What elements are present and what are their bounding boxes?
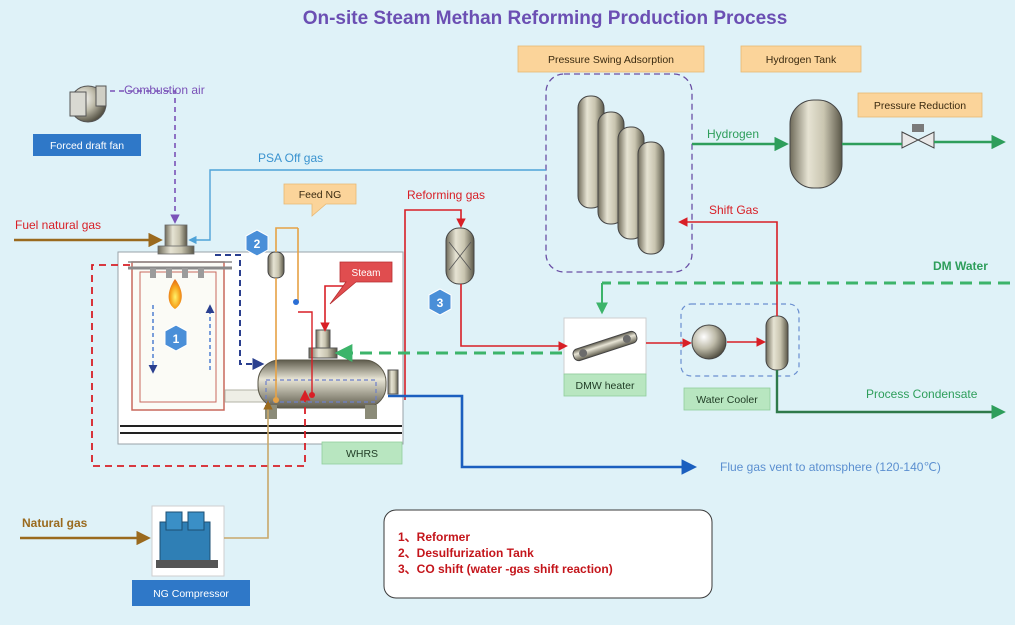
process-condensate-line bbox=[775, 370, 1006, 420]
hydrogen-tank-box: Hydrogen Tank bbox=[740, 45, 862, 73]
water-cooler-box: Water Cooler bbox=[683, 387, 771, 411]
reformer-outlet-line bbox=[215, 254, 265, 370]
process-condensate-label: Process Condensate bbox=[866, 387, 978, 401]
pressure-reduction-box-label: Pressure Reduction bbox=[874, 100, 966, 112]
separator-vessel bbox=[765, 315, 789, 371]
steam-line bbox=[320, 285, 350, 332]
marker-1-label: 1 bbox=[173, 332, 180, 346]
desulfurization-vessel bbox=[267, 251, 285, 279]
psa-box-label: Pressure Swing Adsorption bbox=[548, 54, 674, 66]
shift-gas-label: Shift Gas bbox=[709, 203, 758, 217]
psa-off-gas-label: PSA Off gas bbox=[258, 151, 323, 165]
marker-2-label: 2 bbox=[254, 237, 261, 251]
combustion-air-label: Combustion air bbox=[124, 83, 205, 97]
reforming-gas-label: Reforming gas bbox=[407, 188, 485, 202]
forced-draft-fan-box-label: Forced draft fan bbox=[50, 140, 124, 152]
co-shift-vessel bbox=[445, 227, 475, 285]
flue-gas-label: Flue gas vent to atomsphere (120-140℃) bbox=[720, 460, 941, 474]
hydrogen-label: Hydrogen bbox=[707, 127, 759, 141]
shift-gas-line bbox=[678, 217, 778, 316]
dmw-heater-equipment bbox=[563, 317, 647, 375]
diagram-title: On-site Steam Methan Reforming Productio… bbox=[303, 8, 788, 29]
ng-compressor-box: NG Compressor bbox=[132, 580, 250, 606]
feed-ng-box-label: Feed NG bbox=[299, 189, 342, 201]
hydrogen-tank-vessel bbox=[789, 99, 843, 189]
marker-1: 1 bbox=[164, 324, 188, 352]
marker-2: 2 bbox=[245, 229, 269, 257]
psa-dashed-group bbox=[545, 73, 693, 273]
whrs-box-label: WHRS bbox=[346, 448, 378, 460]
psa-columns bbox=[577, 95, 665, 255]
legend-item-reformer: 1、Reformer bbox=[398, 530, 470, 544]
ng-compressor-icon bbox=[151, 505, 225, 577]
junction-dot bbox=[273, 397, 279, 403]
ng-compressor-box-label: NG Compressor bbox=[153, 588, 229, 600]
shift-outlet-line bbox=[460, 284, 568, 351]
compressed-ng-line bbox=[224, 400, 273, 539]
fuel-natural-gas-label: Fuel natural gas bbox=[15, 218, 101, 232]
water-cooler-box-label: Water Cooler bbox=[696, 394, 758, 406]
reforming-gas-line bbox=[404, 209, 466, 400]
hydrogen-tank-box-label: Hydrogen Tank bbox=[766, 54, 837, 66]
water-cooler-exchanger bbox=[691, 324, 727, 360]
dm-water-label: DM Water bbox=[933, 259, 988, 273]
reformed-gas-loop-line bbox=[91, 264, 311, 467]
process-gas-line bbox=[298, 311, 313, 395]
water-cooler-dashed-group bbox=[680, 303, 800, 377]
junction-dot bbox=[293, 299, 299, 305]
whrs-box: WHRS bbox=[321, 441, 403, 465]
marker-3-label: 3 bbox=[437, 296, 444, 310]
legend-item-co-shift: 3、CO shift (water -gas shift reaction) bbox=[398, 562, 613, 576]
dmw-heater-box: DMW heater bbox=[563, 373, 647, 397]
legend-item-desulfurization: 2、Desulfurization Tank bbox=[398, 546, 534, 560]
pressure-reduction-box: Pressure Reduction bbox=[857, 92, 983, 118]
steam-box-label: Steam bbox=[352, 268, 381, 279]
flue-gas-line bbox=[388, 394, 698, 475]
forced-draft-fan-box: Forced draft fan bbox=[33, 134, 141, 156]
psa-off-gas-line bbox=[188, 169, 546, 245]
reformer-block bbox=[117, 224, 404, 445]
combustion-air-line bbox=[110, 90, 180, 224]
flame-icon bbox=[168, 279, 182, 309]
dmw-heater-box-label: DMW heater bbox=[576, 380, 635, 392]
feed-ng-line bbox=[275, 227, 298, 252]
natural-gas-label: Natural gas bbox=[22, 516, 88, 530]
legend-box: 1、Reformer 2、Desulfurization Tank 3、CO s… bbox=[383, 509, 713, 599]
pressure-reduction-valve-icon bbox=[901, 124, 935, 149]
psa-box: Pressure Swing Adsorption bbox=[517, 45, 705, 73]
feed-ng-box: Feed NG bbox=[283, 183, 357, 217]
steam-box: Steam bbox=[329, 261, 393, 305]
junction-dot bbox=[309, 392, 315, 398]
marker-3: 3 bbox=[428, 288, 452, 316]
forced-draft-fan-icon bbox=[69, 85, 107, 123]
